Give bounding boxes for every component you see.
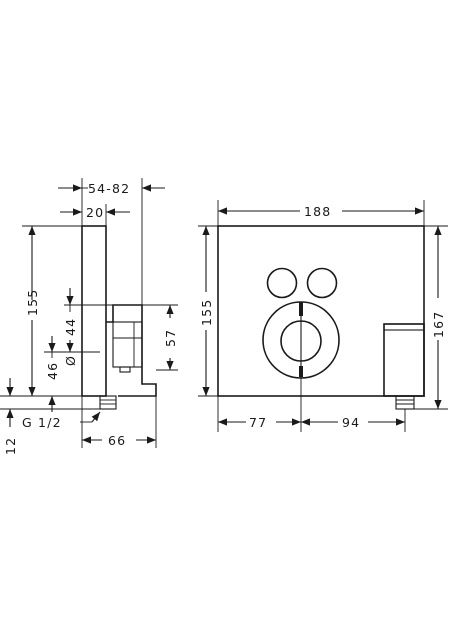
knob-marker-top xyxy=(299,302,303,316)
front-bottom-connector xyxy=(395,395,415,410)
push-button-right xyxy=(306,267,338,299)
side-outlet-stub xyxy=(119,366,131,373)
dim-depth-range: 54-82 xyxy=(88,181,130,196)
side-bottom-connector xyxy=(99,395,117,410)
dim-offset: 12 xyxy=(3,437,18,455)
dim-outlet-height: 57 xyxy=(163,329,178,347)
dim-port-height: 46 xyxy=(45,362,60,380)
front-plate xyxy=(217,225,425,397)
dim-port-spacing: 44 xyxy=(63,318,78,336)
dim-overall-height: 167 xyxy=(431,311,446,338)
thread-label: G 1/2 xyxy=(22,415,62,430)
knob-marker-bottom xyxy=(299,366,303,377)
dim-right-offset: 94 xyxy=(342,415,360,430)
dim-front-width: 188 xyxy=(304,204,331,219)
dim-plate-depth: 20 xyxy=(86,205,104,220)
dim-front-height: 155 xyxy=(199,299,214,326)
holder-box xyxy=(383,323,425,397)
push-button-left xyxy=(266,267,298,299)
dim-side-height: 155 xyxy=(25,289,40,316)
dim-left-offset: 77 xyxy=(249,415,267,430)
front-view: 188 155 167 77 94 xyxy=(198,200,448,432)
side-view: 54-82 20 155 44 Ø 46 57 xyxy=(0,178,178,455)
side-valve-block xyxy=(112,321,143,368)
side-plate xyxy=(81,225,107,397)
dim-diameter-symbol: Ø xyxy=(63,355,78,366)
dim-body-depth: 66 xyxy=(108,433,126,448)
